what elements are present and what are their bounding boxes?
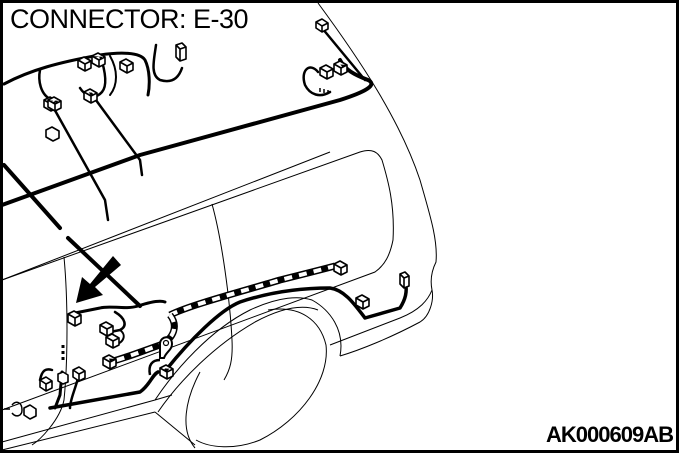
connector-icon: [315, 18, 329, 33]
connectors: [23, 18, 410, 420]
connector-icon: [23, 404, 37, 420]
connector-icon: [47, 96, 62, 112]
connector-icon: [119, 58, 134, 74]
connector-icon: [99, 321, 114, 337]
vehicle-body-outline: [1, 2, 437, 451]
connector-icon: [399, 271, 410, 289]
connector-icon: [39, 376, 53, 392]
connector-icon: [83, 88, 98, 104]
connector-icon: [333, 260, 348, 276]
connector-icon: [77, 56, 92, 72]
connector-icon: [91, 52, 106, 68]
connector-icon: [105, 333, 120, 349]
ground-terminal-icon: [148, 336, 174, 376]
connector-icon: [45, 126, 60, 142]
connector-icon: [57, 371, 69, 385]
connector-icon: [159, 364, 174, 380]
connector-e30-icon: [67, 310, 82, 327]
connector-icon: [72, 366, 86, 382]
connector-icon: [333, 60, 348, 76]
connector-title: CONNECTOR: E-30: [10, 4, 249, 34]
main-harness: [0, 26, 408, 410]
connector-icon: [355, 294, 370, 310]
figure-code: AK000609AB: [546, 422, 674, 447]
connector-icon: [175, 42, 187, 62]
clip-marks: [4, 88, 329, 417]
connector-icon: [102, 354, 117, 370]
pointer-arrow-icon: [76, 256, 121, 303]
connector-icon: [319, 64, 334, 80]
